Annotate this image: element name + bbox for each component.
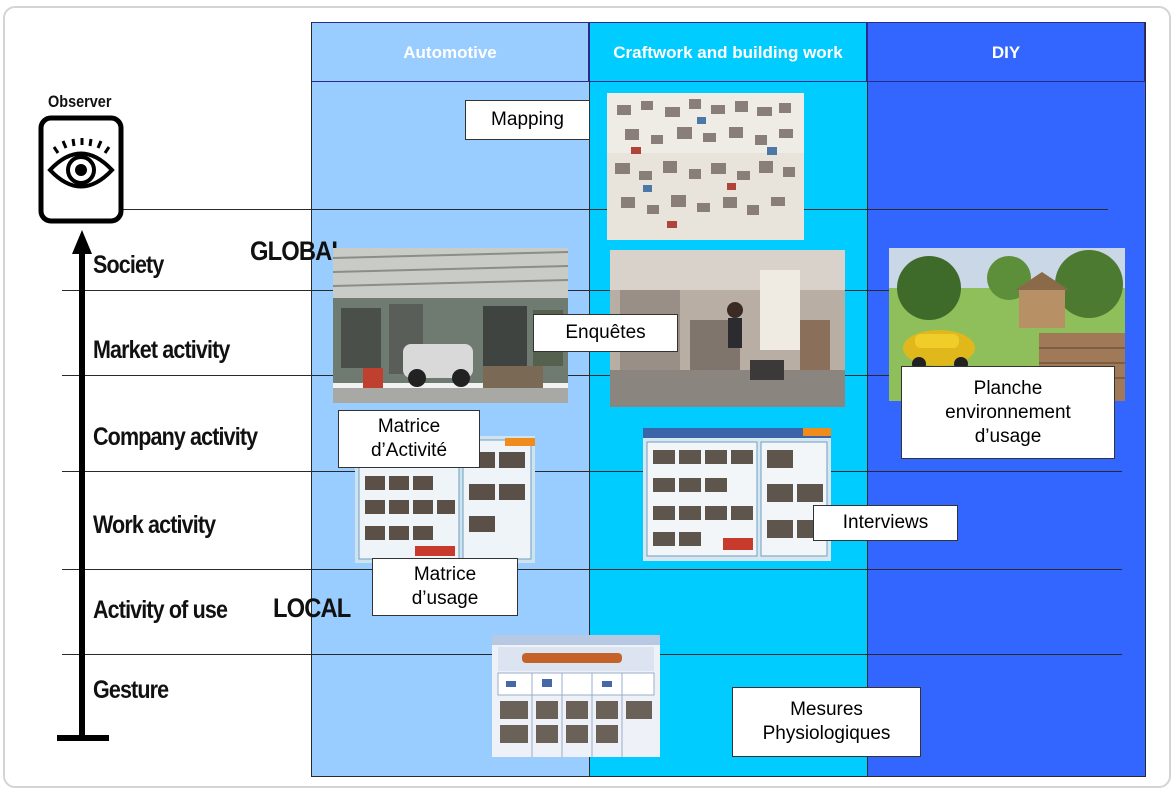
column-divider xyxy=(1145,22,1146,776)
global-label: GLOBAL xyxy=(250,236,346,266)
level-market-activity: Market activity xyxy=(93,336,230,364)
method-mesures: Mesures Physiologiques xyxy=(732,687,921,757)
level-line xyxy=(62,471,1122,472)
method-matrice-activite: Matrice d’Activité xyxy=(338,410,480,468)
garage-photo xyxy=(333,248,568,403)
method-mapping: Mapping xyxy=(465,100,590,140)
mesures-chart xyxy=(492,635,660,757)
column-divider xyxy=(589,82,590,776)
eye-icon xyxy=(38,115,124,224)
level-line xyxy=(62,375,1122,376)
level-work-activity: Work activity xyxy=(93,511,216,539)
grid-bottom-line xyxy=(311,776,1146,777)
workshop-photo xyxy=(610,250,845,407)
observer-label: Observer xyxy=(48,92,112,111)
column-divider xyxy=(311,22,312,776)
level-company-activity: Company activity xyxy=(93,423,258,451)
level-gesture: Gesture xyxy=(93,676,169,704)
scale-arrow xyxy=(57,230,109,741)
method-matrice-usage: Matrice d’usage xyxy=(372,558,518,616)
method-interviews: Interviews xyxy=(813,505,958,541)
method-planche: Planche environnement d’usage xyxy=(901,366,1115,459)
level-line xyxy=(62,290,1122,291)
level-line xyxy=(62,569,1122,570)
column-header-automotive: Automotive xyxy=(311,22,589,82)
column-divider xyxy=(867,82,868,776)
interviews-chart xyxy=(643,428,831,561)
level-activity-of-use: Activity of use xyxy=(93,596,228,624)
mapping-photo xyxy=(607,93,804,240)
column-header-diy: DIY xyxy=(867,22,1145,82)
column-header-craftwork: Craftwork and building work xyxy=(589,22,867,82)
method-enquetes: Enquêtes xyxy=(533,314,678,352)
local-label: LOCAL xyxy=(273,593,351,623)
level-society: Society xyxy=(93,251,164,279)
